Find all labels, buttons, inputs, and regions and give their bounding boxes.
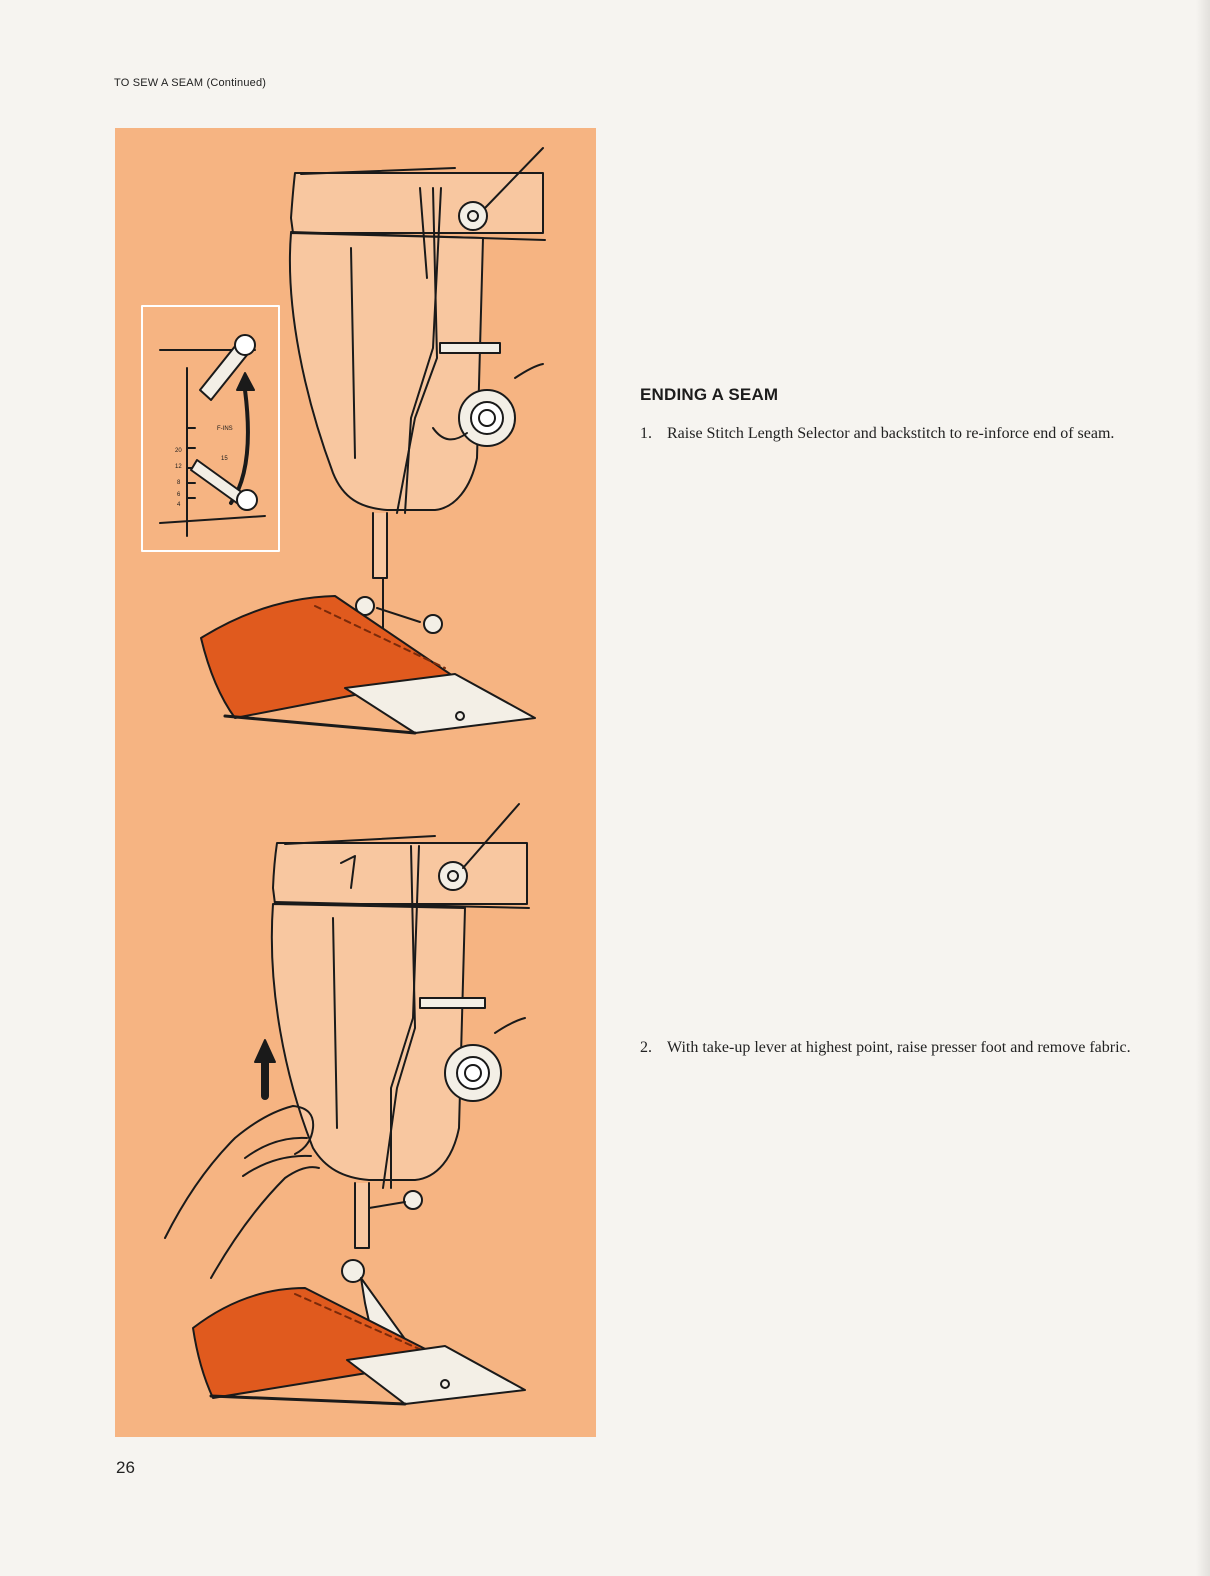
running-head: TO SEW A SEAM (Continued) bbox=[114, 77, 266, 89]
stitch-length-inset bbox=[142, 306, 279, 551]
instruction-step: 2. With take-up lever at highest point, … bbox=[640, 1036, 1140, 1059]
sewing-machine-illustrations: 20 12 8 6 4 F-INS 15 bbox=[115, 128, 596, 1437]
dial-label-15: 15 bbox=[221, 456, 228, 462]
page-number: 26 bbox=[116, 1458, 135, 1478]
illustration-panel: 20 12 8 6 4 F-INS 15 bbox=[115, 128, 596, 1437]
step-text: With take-up lever at highest point, rai… bbox=[640, 1036, 1140, 1059]
step-text: Raise Stitch Length Selector and backsti… bbox=[640, 422, 1140, 445]
section-heading: ENDING A SEAM bbox=[640, 385, 778, 405]
dial-label-20: 20 bbox=[175, 448, 182, 454]
dial-label-12: 12 bbox=[175, 464, 182, 470]
bottom-sewing-machine-drawing bbox=[165, 804, 529, 1404]
step-number: 2. bbox=[640, 1036, 652, 1059]
step-number: 1. bbox=[640, 422, 652, 445]
instruction-step: 1. Raise Stitch Length Selector and back… bbox=[640, 422, 1140, 445]
page-edge-shadow bbox=[1196, 0, 1210, 1576]
dial-label-f-ins: F-INS bbox=[217, 426, 233, 432]
